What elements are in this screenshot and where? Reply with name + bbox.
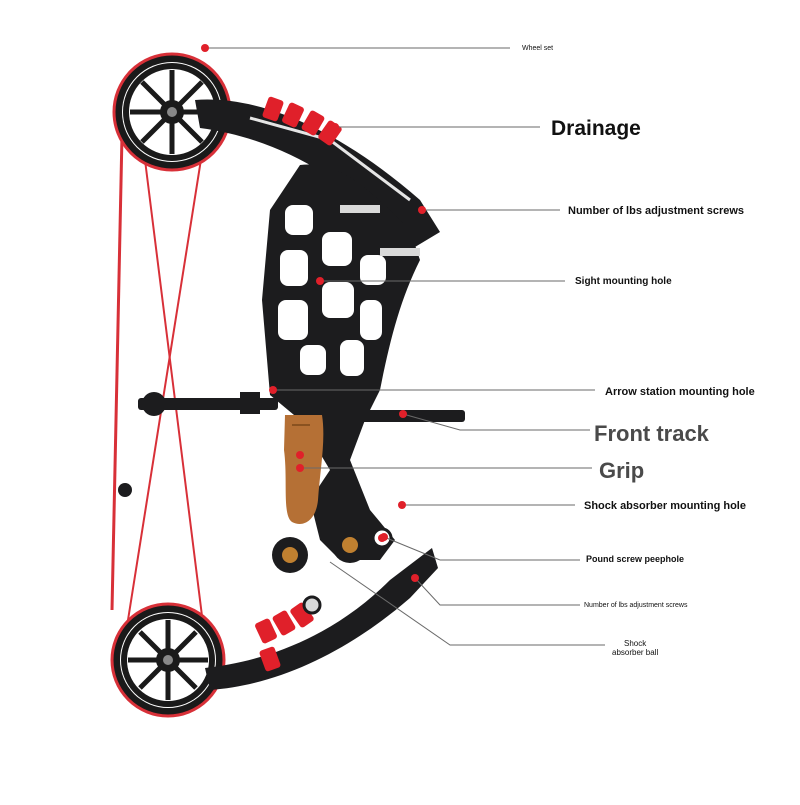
string-silencer	[118, 483, 132, 497]
label-shock-absorber-ball-line1: Shock	[624, 639, 647, 648]
label-shock-absorber-ball: Shock absorber ball	[612, 639, 658, 657]
leader-lines	[205, 47, 605, 646]
label-drainage: Drainage	[551, 117, 641, 140]
label-pound-screw-peephole: Pound screw peephole	[586, 554, 685, 564]
label-shock-absorber-mounting-hole: Shock absorber mounting hole	[584, 500, 746, 512]
top-wheel	[112, 52, 232, 172]
label-arrow-station-mounting-hole: Arrow station mounting hole	[605, 386, 755, 398]
label-grip: Grip	[599, 458, 645, 483]
lower-limb	[205, 548, 438, 690]
riser	[262, 164, 420, 560]
label-shock-absorber-ball-line2: absorber ball	[612, 648, 659, 657]
label-lbs-adjustment-screws-small: Number of lbs adjustment screws	[584, 602, 688, 609]
label-sight-mounting-hole: Sight mounting hole	[575, 276, 672, 287]
label-lbs-adjustment-screws: Number of lbs adjustment screws	[568, 205, 745, 217]
arrow-rest	[138, 392, 465, 422]
label-wheel-set: Wheel set	[522, 45, 554, 52]
bottom-wheel	[110, 602, 226, 718]
callout-dots	[201, 44, 426, 582]
bow-strings	[110, 89, 213, 681]
label-front-track: Front track	[594, 421, 709, 446]
lower-hubs	[272, 527, 393, 615]
